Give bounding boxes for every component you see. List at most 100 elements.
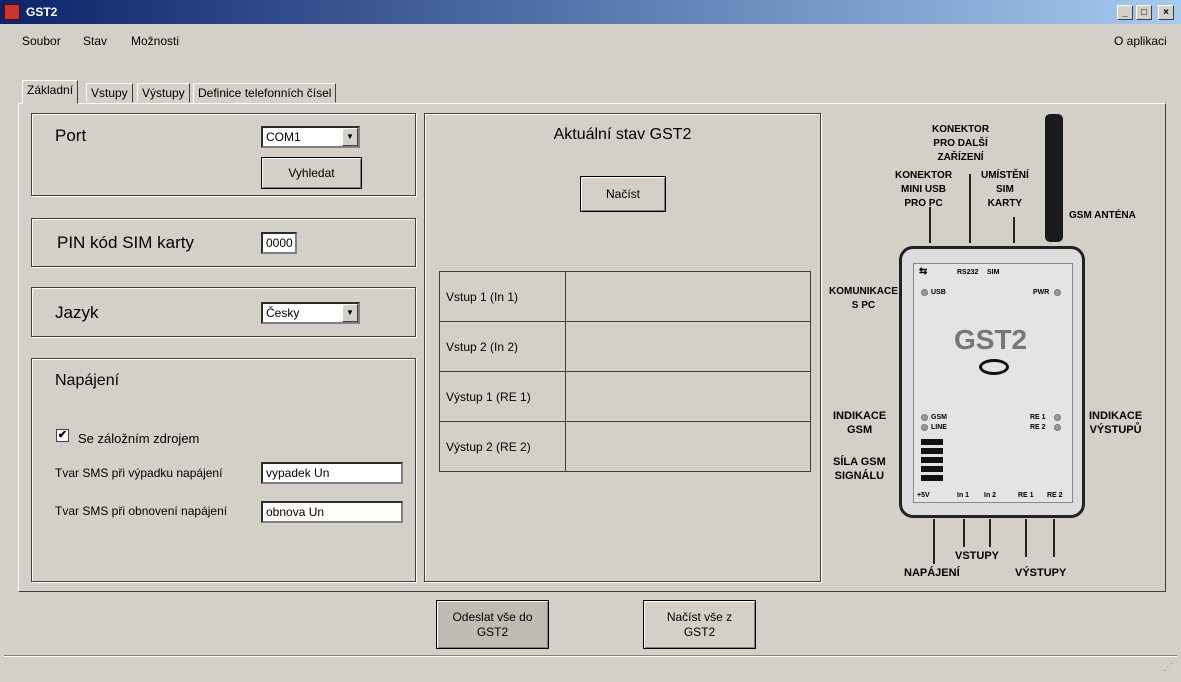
pin-input[interactable]: 0000 xyxy=(261,232,297,254)
arrow-down-icon xyxy=(1053,519,1055,557)
search-button[interactable]: Vyhledat xyxy=(261,157,362,189)
close-button[interactable]: × xyxy=(1158,5,1174,20)
menu-about[interactable]: O aplikaci xyxy=(1114,34,1167,48)
power-title: Napájení xyxy=(55,372,120,389)
label-connector-usb: KONEKTOR MINI USB PRO PC xyxy=(895,170,953,209)
send-all-button[interactable]: Odeslat vše do GST2 xyxy=(436,600,549,649)
arrow-up-icon xyxy=(989,519,991,547)
label-pwr: PWR xyxy=(1033,289,1050,296)
tab-panel: Port COM1 ▼ Vyhledat PIN kód SIM karty 0… xyxy=(18,103,1166,592)
sms-fail-label: Tvar SMS při výpadku napájení xyxy=(55,466,223,480)
arrow-up-icon xyxy=(933,519,935,564)
label-bre1: RE 1 xyxy=(1018,492,1034,499)
brand-logo-icon xyxy=(979,359,1009,375)
signal-bars-icon xyxy=(921,439,943,481)
led-pwr xyxy=(1054,289,1061,296)
language-value: Česky xyxy=(266,306,300,320)
language-group: Jazyk Česky ▼ xyxy=(31,287,416,337)
label-gsm: GSM xyxy=(931,414,947,421)
menu-stav[interactable]: Stav xyxy=(83,34,108,48)
status-title: Aktuální stav GST2 xyxy=(553,126,692,143)
minimize-button[interactable]: _ xyxy=(1117,5,1133,20)
menu-moznosti[interactable]: Možnosti xyxy=(131,34,180,48)
usb-icon: ⇆ xyxy=(919,266,928,277)
arrow-down-icon xyxy=(1025,519,1027,557)
label-ind-gsm: INDIKACE GSM xyxy=(833,410,887,436)
label-rs232: RS232 xyxy=(957,269,979,276)
tab-definice[interactable]: Definice telefonních čísel xyxy=(193,83,337,103)
port-label: Port xyxy=(55,126,87,145)
chevron-down-icon[interactable]: ▼ xyxy=(342,304,358,322)
device-logo: GST2 xyxy=(954,324,1028,355)
chevron-down-icon[interactable]: ▼ xyxy=(342,128,358,146)
table-row: Vstup 1 (In 1) xyxy=(439,271,811,322)
sms-restore-input[interactable]: obnova Un xyxy=(261,501,403,523)
language-label: Jazyk xyxy=(55,303,99,322)
tab-vstupy[interactable]: Vstupy xyxy=(86,83,133,103)
table-row: Vstup 2 (In 2) xyxy=(439,321,811,372)
status-table: Vstup 1 (In 1) Vstup 2 (In 2) Výstup 1 (… xyxy=(439,271,811,472)
pin-label: PIN kód SIM karty xyxy=(57,233,194,252)
status-group: Aktuální stav GST2 Načíst Vstup 1 (In 1)… xyxy=(424,113,821,582)
label-line: LINE xyxy=(931,424,947,431)
window-title: GST2 xyxy=(26,5,58,19)
tab-vystupy[interactable]: Výstupy xyxy=(137,83,190,103)
pin-group: PIN kód SIM karty 0000 xyxy=(31,218,416,267)
label-connector-other: KONEKTOR PRO DALŠÍ ZAŘÍZENÍ xyxy=(932,124,990,163)
port-select[interactable]: COM1 ▼ xyxy=(261,126,360,148)
row-label: Vstup 1 (In 1) xyxy=(439,271,566,322)
backup-label: Se záložním zdrojem xyxy=(78,431,200,446)
arrow-down-icon xyxy=(1013,217,1015,243)
row-label: Vstup 2 (In 2) xyxy=(439,321,566,372)
title-bar: GST2 _ □ × xyxy=(0,0,1181,24)
resize-grip-icon[interactable]: ⋰ xyxy=(1163,662,1173,673)
sms-fail-input[interactable]: vypadek Un xyxy=(261,462,403,484)
label-outputs: VÝSTUPY xyxy=(1015,567,1067,579)
row-value xyxy=(565,271,811,322)
label-ind-out: INDIKACE VÝSTUPŮ xyxy=(1089,410,1143,436)
power-group: Napájení ✔ Se záložním zdrojem Tvar SMS … xyxy=(31,358,416,582)
label-in2: In 2 xyxy=(984,492,997,499)
status-bar: ⋰ xyxy=(4,655,1177,679)
row-label: Výstup 2 (RE 2) xyxy=(439,421,566,472)
label-sim-small: SIM xyxy=(987,269,1000,276)
label-bre2: RE 2 xyxy=(1047,492,1063,499)
load-all-button[interactable]: Načíst vše z GST2 xyxy=(643,600,756,649)
language-select[interactable]: Česky ▼ xyxy=(261,302,360,324)
label-re2: RE 2 xyxy=(1030,424,1046,431)
row-label: Výstup 1 (RE 1) xyxy=(439,371,566,422)
label-inputs: VSTUPY xyxy=(955,550,1000,562)
led-re2 xyxy=(1054,424,1061,431)
table-row: Výstup 2 (RE 2) xyxy=(439,421,811,472)
led-re1 xyxy=(1054,414,1061,421)
row-value xyxy=(565,371,811,422)
device-diagram: GST2 KONEKTOR PRO DALŠÍ ZAŘÍZENÍ KONEKTO… xyxy=(829,109,1163,589)
led-usb xyxy=(921,289,928,296)
row-value xyxy=(565,321,811,372)
load-status-button[interactable]: Načíst xyxy=(580,176,666,212)
label-power: NAPÁJENÍ xyxy=(904,567,960,579)
tab-zakladni[interactable]: Základní xyxy=(22,80,79,104)
label-re1: RE 1 xyxy=(1030,414,1046,421)
label-sim: UMÍSTĚNÍ SIM KARTY xyxy=(981,170,1029,209)
backup-checkbox[interactable]: ✔ xyxy=(56,429,69,442)
label-usb: USB xyxy=(931,289,946,296)
port-value: COM1 xyxy=(266,130,301,144)
arrow-up-icon xyxy=(963,519,965,547)
label-signal: SÍLA GSM SIGNÁLU xyxy=(833,456,886,482)
label-in1: In 1 xyxy=(957,492,970,499)
app-icon xyxy=(4,4,20,20)
arrow-down-icon xyxy=(929,207,931,243)
label-antenna: GSM ANTÉNA xyxy=(1069,210,1136,221)
antenna-icon xyxy=(1045,114,1063,242)
led-line xyxy=(921,424,928,431)
led-gsm xyxy=(921,414,928,421)
row-value xyxy=(565,421,811,472)
label-comm-pc: KOMUNIKACE S PC xyxy=(829,286,898,311)
label-5v: +5V xyxy=(917,492,930,499)
menu-soubor[interactable]: Soubor xyxy=(22,34,61,48)
maximize-button[interactable]: □ xyxy=(1136,5,1152,20)
menu-bar: Soubor Stav Možnosti O aplikaci xyxy=(0,28,1181,56)
table-row: Výstup 1 (RE 1) xyxy=(439,371,811,422)
arrow-down-icon xyxy=(969,174,971,243)
